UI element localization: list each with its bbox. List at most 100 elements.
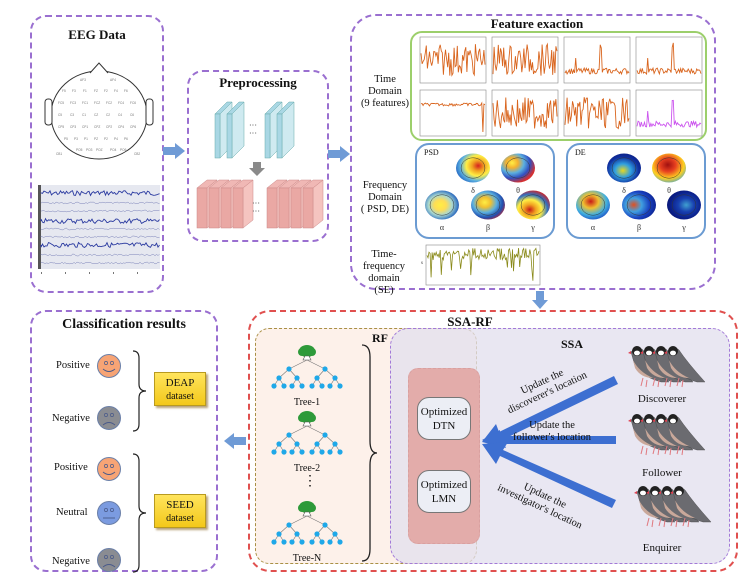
se-series-line	[426, 247, 540, 281]
se-chart: s	[421, 244, 541, 286]
svg-text:P3: P3	[74, 137, 78, 141]
face-features	[103, 508, 115, 519]
svg-text:PO6: PO6	[120, 148, 127, 152]
decision-tree-icon	[271, 411, 343, 455]
eeg-trace	[40, 217, 160, 225]
svg-text:CP6: CP6	[130, 125, 136, 129]
time-domain-chart	[491, 89, 559, 137]
seed-neutral-label: Neutral	[56, 507, 88, 518]
tree-label-n: Tree-N	[292, 553, 322, 564]
time-frequency-label-line3: domain	[368, 273, 400, 284]
classification-title: Classification results	[62, 317, 186, 332]
time-domain-label-line1: Time	[374, 74, 396, 85]
optimized-dtn-box: Optimized DTN	[417, 397, 471, 440]
svg-text:CB2: CB2	[134, 152, 140, 156]
follower-birds-icon	[628, 414, 706, 456]
band-label: β	[486, 223, 490, 232]
svg-text:FC2: FC2	[106, 101, 112, 105]
negative-face-icon	[97, 548, 121, 572]
face-features	[102, 464, 116, 475]
optimized-params-column	[408, 368, 480, 544]
psd-topomap-4: γ	[516, 190, 550, 232]
deap-negative-label: Negative	[52, 413, 90, 424]
band-label: γ	[681, 223, 686, 232]
eeg-trace	[40, 241, 160, 249]
eeg-trace	[40, 189, 160, 197]
decision-tree-icon	[271, 345, 343, 389]
deap-dataset-line1: DEAP	[165, 377, 195, 389]
decision-tree-icon	[271, 501, 343, 545]
discoverer-update-arrow	[482, 376, 618, 448]
svg-text:FC5: FC5	[58, 101, 64, 105]
time-frequency-label-line1: Time-	[371, 249, 397, 260]
preprocessing-panel: Preprocessing ······ ······	[187, 70, 329, 242]
de-label: DE	[575, 148, 586, 157]
preprocessing-title: Preprocessing	[219, 75, 297, 90]
eeg-trace	[40, 261, 160, 265]
svg-text:POZ: POZ	[96, 148, 103, 152]
face-expressions	[102, 361, 116, 568]
svg-text:C5: C5	[58, 113, 62, 117]
svg-text:F4: F4	[114, 89, 118, 93]
psd-topomap-3: β	[471, 190, 505, 232]
band-label: δ	[471, 186, 475, 195]
optimized-lmn-line1: Optimized	[420, 479, 468, 491]
svg-text:CP5: CP5	[58, 125, 64, 129]
svg-text:···: ···	[249, 129, 257, 138]
time-frequency-label: Time- frequency domain (SE)	[356, 249, 412, 297]
time-frequency-label-line2: frequency	[363, 261, 405, 272]
sparrow-icon	[664, 414, 706, 456]
positive-face-icon	[97, 354, 121, 378]
seed-negative-label: Negative	[52, 556, 90, 567]
time-domain-chart	[563, 89, 631, 137]
frequency-domain-label-line1: Frequency	[362, 180, 408, 191]
flow-arrow-preprocessing-to-feature	[328, 146, 350, 162]
face-features	[102, 413, 116, 426]
time-domain-chart	[419, 89, 487, 137]
band-label: α	[440, 223, 445, 232]
deap-brace-icon	[132, 350, 147, 432]
random-forest-trees	[271, 345, 343, 545]
svg-text:CP1: CP1	[82, 125, 88, 129]
de-topomap-0: δ	[607, 153, 641, 195]
eeg-trace	[40, 235, 160, 239]
optimized-dtn-line1: Optimized	[420, 406, 468, 418]
tree-label-1: Tree-1	[293, 397, 321, 408]
feature-map-layers-icon: ······ ······	[196, 101, 324, 229]
ssa-rf-title: SSA-RF	[447, 314, 493, 329]
svg-text:F2: F2	[104, 89, 108, 93]
seed-dataset-line1: SEED	[166, 499, 194, 511]
band-label: δ	[622, 186, 626, 195]
svg-text:C2: C2	[106, 113, 110, 117]
svg-text:···: ···	[249, 121, 257, 130]
de-topomap-1: θ	[652, 153, 686, 195]
follower-update-text: Update the follower's location	[513, 420, 591, 444]
svg-text:AF3: AF3	[80, 78, 86, 82]
feature-extraction-panel: Feature exaction Time Domain (9 features…	[350, 14, 716, 296]
svg-text:PO4: PO4	[110, 148, 117, 152]
de-topomap-3: β	[622, 190, 656, 232]
time-domain-charts	[419, 36, 703, 137]
face-features	[102, 361, 116, 372]
enquirer-birds-icon	[634, 486, 712, 528]
sparrow-icon	[670, 486, 712, 528]
discoverer-birds-icon	[628, 346, 706, 388]
svg-text:CP3: CP3	[70, 125, 76, 129]
negative-face-icon	[97, 406, 121, 430]
svg-text:P4: P4	[114, 137, 118, 141]
de-topomap-4: γ	[667, 190, 701, 232]
flow-arrow-ssarf-to-classification	[224, 433, 246, 449]
frequency-domain-label: Frequency Domain ( PSD, DE)	[355, 180, 415, 216]
ssa-title: SSA	[561, 337, 584, 351]
eeg-trace	[40, 253, 160, 257]
seed-dataset-box: SEED dataset	[154, 494, 206, 528]
frequency-domain-label-line2: Domain	[368, 192, 402, 203]
svg-text:CP2: CP2	[106, 125, 112, 129]
svg-text:···: ···	[252, 199, 260, 208]
time-domain-chart	[419, 36, 487, 84]
svg-text:C1: C1	[82, 113, 86, 117]
flow-arrow-feature-to-ssarf	[532, 291, 548, 309]
rf-brace-icon	[361, 344, 378, 562]
tree-ellipsis: ⋮	[303, 474, 317, 489]
